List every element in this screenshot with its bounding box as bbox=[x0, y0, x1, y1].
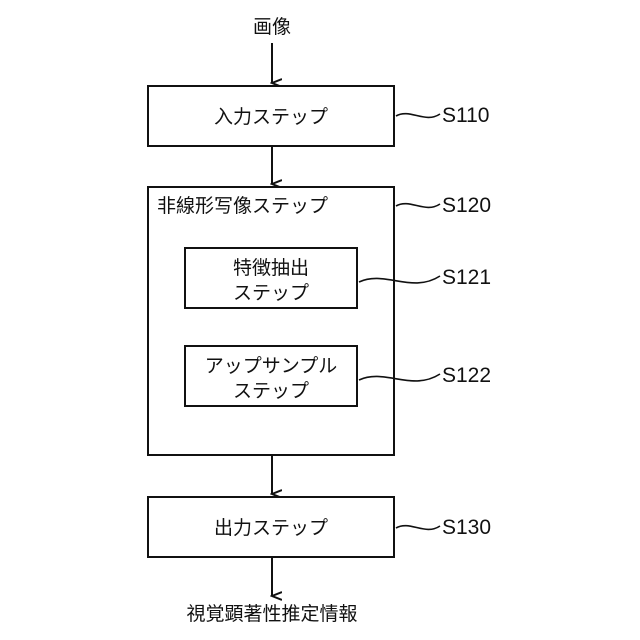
step-s130-leader bbox=[396, 526, 440, 530]
step-s120-box bbox=[148, 187, 394, 455]
step-s121-ref: S121 bbox=[442, 266, 491, 289]
step-s121-label-line1: 特徴抽出 bbox=[233, 257, 309, 279]
step-s130-ref: S130 bbox=[442, 516, 491, 539]
step-s120-leader bbox=[396, 204, 440, 208]
step-s122-label-line1: アップサンプル bbox=[205, 355, 337, 377]
step-s120-ref: S120 bbox=[442, 194, 491, 217]
step-s110-ref: S110 bbox=[442, 104, 490, 127]
step-s121-label-line2: ステップ bbox=[233, 282, 309, 304]
step-s122-label-line2: ステップ bbox=[233, 380, 309, 402]
step-s130-label: 出力ステップ bbox=[214, 517, 328, 539]
step-s122-ref: S122 bbox=[442, 364, 491, 387]
step-s120-label: 非線形写像ステップ bbox=[157, 195, 328, 217]
step-s110-label: 入力ステップ bbox=[214, 106, 328, 128]
input-label: 画像 bbox=[253, 16, 291, 38]
step-s110-leader bbox=[396, 114, 440, 118]
output-label: 視覚顕著性推定情報 bbox=[186, 603, 357, 625]
